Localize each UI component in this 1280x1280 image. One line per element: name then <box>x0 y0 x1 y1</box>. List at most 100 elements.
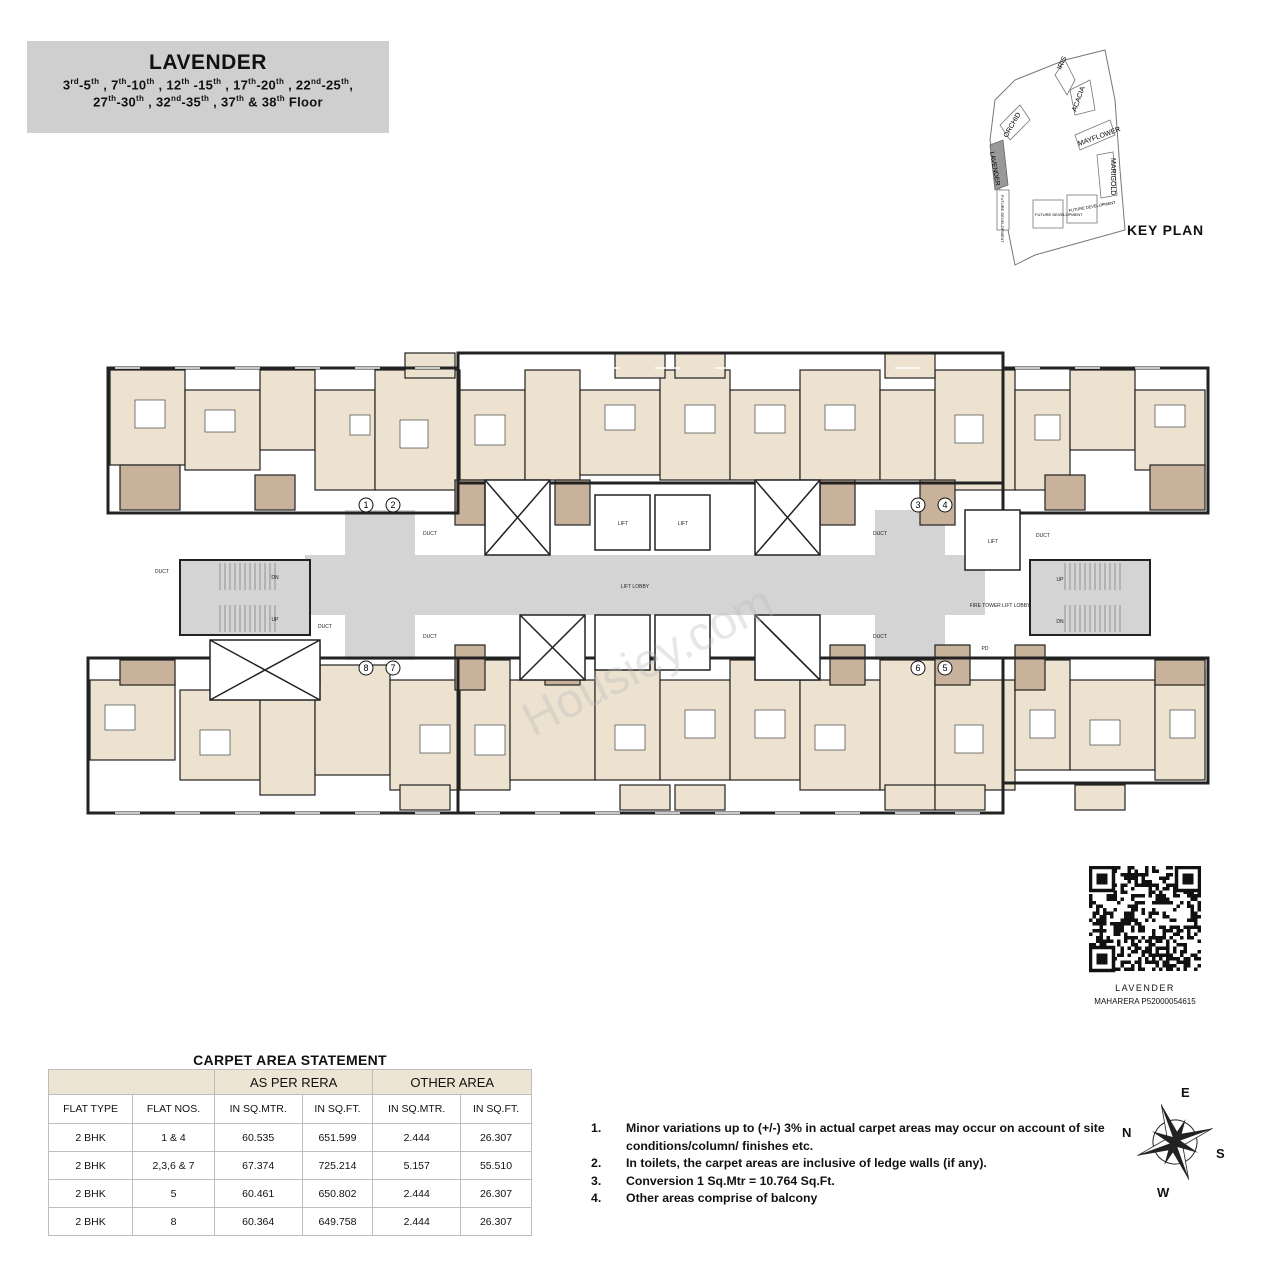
qr-module <box>1127 915 1131 919</box>
qr-module <box>1166 915 1170 919</box>
qr-module <box>1110 911 1114 915</box>
qr-module <box>1138 967 1142 971</box>
floor-number: 37 <box>221 94 237 110</box>
key-plan: IRIS ORCHID ACACIA MAYFLOWER MARIGOLD LA… <box>988 49 1126 266</box>
qr-module <box>1169 883 1173 887</box>
qr-module <box>1159 894 1163 898</box>
room <box>579 389 661 476</box>
qr-module <box>1152 936 1156 940</box>
lift-car <box>964 509 1021 571</box>
qr-module <box>1166 873 1170 877</box>
floors-line-1: 3rd-5th , 7th-10th , 12th -15th , 17th-2… <box>27 77 389 92</box>
flat-number: 8 <box>363 663 368 673</box>
room <box>594 659 661 781</box>
floor-number: 27 <box>93 94 109 110</box>
table-cell: 60.364 <box>213 1207 303 1236</box>
qr-module <box>1131 936 1135 940</box>
qr-module <box>1110 922 1114 926</box>
floor-separator: , <box>144 94 156 110</box>
qr-module <box>1131 943 1135 947</box>
floor-ordinal: rd <box>70 77 79 86</box>
qr-module <box>1159 876 1163 880</box>
table-cell: 650.802 <box>301 1179 374 1208</box>
qr-module <box>1183 950 1187 954</box>
qr-module <box>1089 901 1093 905</box>
qr-module <box>1127 880 1131 884</box>
floor-separator: & <box>244 94 262 110</box>
floor-separator: , <box>154 77 167 93</box>
qr-module <box>1159 957 1163 961</box>
lift-car <box>654 614 711 671</box>
qr-module <box>1155 887 1159 891</box>
pd-label: PD <box>982 646 989 652</box>
table-row: 2 BHK 8 60.364 649.758 2.444 26.307 <box>47 1207 532 1236</box>
qr-module <box>1169 936 1173 940</box>
furniture <box>814 724 846 751</box>
qr-module <box>1103 922 1107 926</box>
unit-outline <box>1001 366 1210 515</box>
qr-module <box>1159 897 1163 901</box>
qr-module <box>1092 943 1096 947</box>
qr-module <box>1197 901 1201 905</box>
floor-number: 7 <box>111 77 119 93</box>
qr-module <box>1092 915 1096 919</box>
qr-module <box>1162 897 1166 901</box>
room <box>314 389 376 491</box>
table-cell: 651.599 <box>301 1123 374 1152</box>
qr-module <box>1131 894 1135 898</box>
qr-module <box>1148 943 1152 947</box>
qr-module <box>1187 901 1191 905</box>
qr-module <box>1134 880 1138 884</box>
furniture <box>954 414 984 444</box>
qr-module <box>1138 929 1142 933</box>
qr-module <box>1187 894 1191 898</box>
floor-separator: , <box>209 94 221 110</box>
qr-module <box>1131 904 1135 908</box>
qr-module <box>1190 911 1194 915</box>
qr-module <box>1117 925 1121 929</box>
room <box>404 352 456 379</box>
flat-number: 7 <box>390 663 395 673</box>
qr-module <box>1187 932 1191 936</box>
qr-module <box>1187 929 1191 933</box>
qr-module <box>1152 929 1156 933</box>
qr-module <box>1187 918 1191 922</box>
note-text: Other areas comprise of balcony <box>626 1191 818 1205</box>
qr-module <box>1117 953 1121 957</box>
qr-module <box>1194 922 1198 926</box>
qr-module <box>1134 873 1138 877</box>
room <box>729 389 801 481</box>
qr-module <box>1166 967 1170 971</box>
floor-ordinal: th <box>248 77 257 86</box>
qr-module <box>1173 964 1177 968</box>
qr-module <box>1166 953 1170 957</box>
qr-module <box>1141 894 1145 898</box>
up-label: UP <box>272 617 280 623</box>
qr-module <box>1183 946 1187 950</box>
qr-module <box>1134 960 1138 964</box>
qr-module <box>1145 960 1149 964</box>
table-row: 2 BHK 2,3,6 & 7 67.374 725.214 5.157 55.… <box>47 1151 532 1180</box>
qr-module <box>1131 918 1135 922</box>
qr-module <box>1120 918 1124 922</box>
qr-module <box>1113 925 1117 929</box>
qr-module <box>1155 960 1159 964</box>
qr-module <box>1106 894 1110 898</box>
qr-module <box>1145 957 1149 961</box>
qr-module <box>1194 932 1198 936</box>
qr-module <box>1089 943 1093 947</box>
qr-module <box>1166 876 1170 880</box>
table-cell: 2 BHK <box>47 1151 134 1180</box>
table-cell: 2 BHK <box>47 1179 134 1208</box>
qr-module <box>1190 953 1194 957</box>
title-banner: LAVENDER 3rd-5th , 7th-10th , 12th -15th… <box>27 41 389 133</box>
qr-module <box>1166 883 1170 887</box>
qr-module <box>1124 873 1128 877</box>
qr-module <box>1155 894 1159 898</box>
lift-car <box>594 494 651 551</box>
fire-lobby-label: FIRE TOWER LIFT LOBBY <box>970 603 1032 609</box>
qr-module <box>1197 894 1201 898</box>
qr-module <box>1155 911 1159 915</box>
qr-module <box>1138 964 1142 968</box>
qr-module <box>1099 925 1103 929</box>
